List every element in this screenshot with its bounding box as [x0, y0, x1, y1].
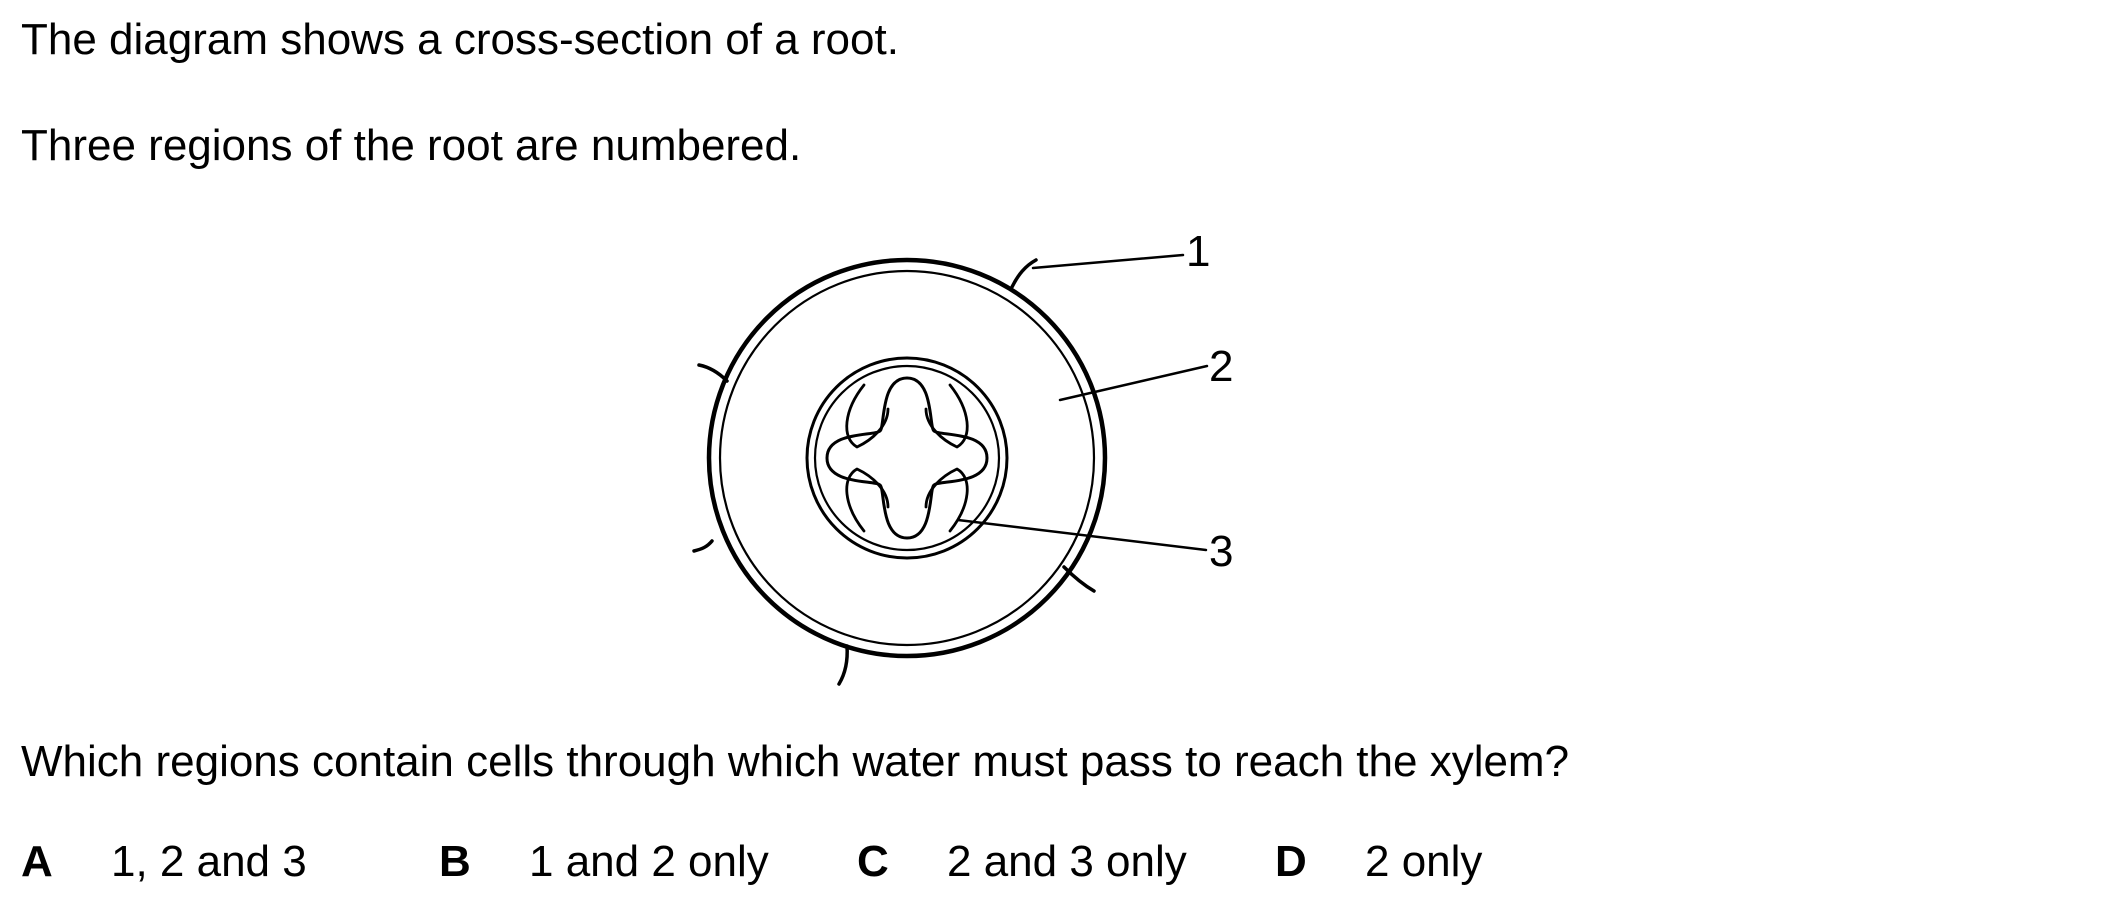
option-text: 1, 2 and 3 [111, 837, 307, 886]
intro-text: The diagram shows a cross-section of a r… [21, 15, 899, 64]
root-outer-surface [706, 257, 1108, 659]
phloem [924, 467, 969, 533]
question-text: Which regions contain cells through whic… [21, 737, 1570, 786]
root-epidermis-inner [718, 269, 1096, 647]
phloem [845, 467, 890, 533]
phloem [924, 383, 969, 449]
leader-line-1 [1031, 253, 1185, 270]
region-label-3: 3 [1209, 527, 1233, 576]
stele-outer [805, 356, 1009, 560]
root-hair [1062, 565, 1096, 593]
stele-inner [813, 364, 1001, 552]
region-label-2: 2 [1209, 342, 1233, 391]
xylem [825, 376, 989, 540]
option-letter: D [1275, 837, 1307, 886]
option-letter: A [21, 837, 53, 886]
root-hair [692, 539, 714, 553]
root-hair [837, 644, 849, 686]
option-text: 2 only [1365, 837, 1483, 886]
region-label-1: 1 [1186, 227, 1210, 276]
regions-text: Three regions of the root are numbered. [21, 121, 802, 170]
root-cross-section-diagram: 1 2 3 [692, 227, 1233, 686]
option-letter: B [439, 837, 471, 886]
phloem [845, 383, 890, 449]
root-hair [1010, 258, 1038, 289]
option-letter: C [857, 837, 889, 886]
root-hair [697, 363, 729, 383]
leader-line-3 [956, 518, 1208, 552]
answer-options: A 1, 2 and 3 B 1 and 2 only C 2 and 3 on… [21, 836, 1621, 888]
option-text: 1 and 2 only [529, 837, 769, 886]
leader-line-2 [1058, 364, 1209, 402]
option-text: 2 and 3 only [947, 837, 1187, 886]
